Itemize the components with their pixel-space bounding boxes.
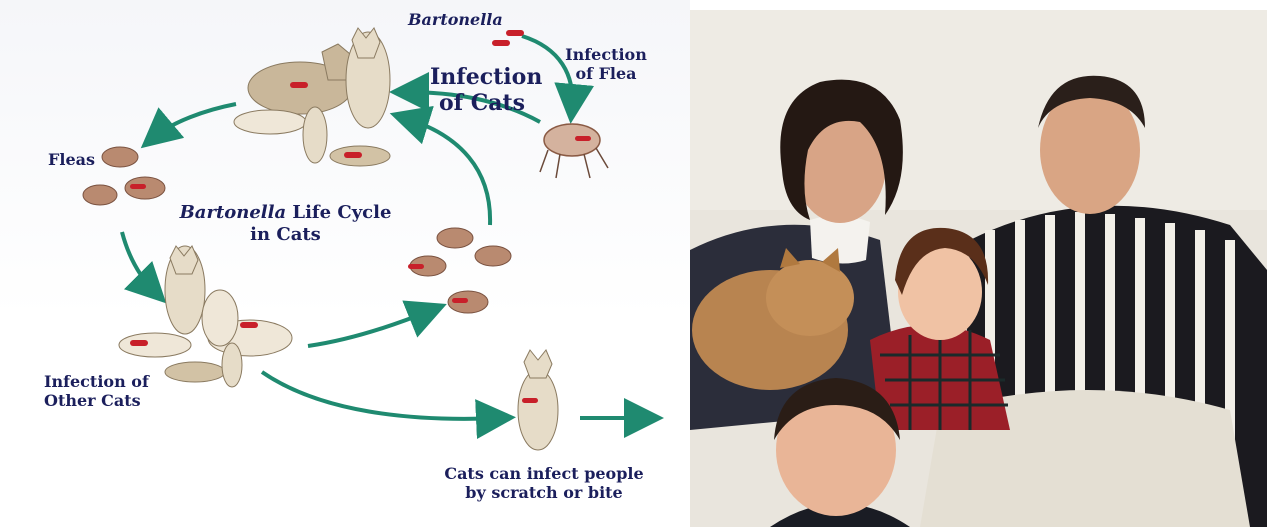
cats-infect-people-label: Cats can infect people by scratch or bit… xyxy=(436,464,652,502)
family-photo xyxy=(690,10,1267,527)
arrow-fleas-to-other-cats xyxy=(122,232,155,292)
diagram-title: Bartonella Life Cycle in Cats xyxy=(178,202,393,245)
cat-group-top xyxy=(234,28,390,166)
infection-of-cats-label: Infection of Cats xyxy=(430,64,534,117)
bartonella-label: Bartonella xyxy=(408,10,503,29)
arrow-other-cats-to-cat xyxy=(262,372,500,419)
cat-group-other xyxy=(119,246,292,387)
bacterium-icon xyxy=(506,30,524,36)
diagram-title-italic: Bartonella xyxy=(180,202,287,223)
arrow-fleas-to-cats xyxy=(405,118,490,225)
family-photo-artwork xyxy=(690,10,1267,527)
bacterium-icon xyxy=(492,40,510,46)
infection-of-flea-label: Infection of Flea xyxy=(560,45,652,83)
arrow-other-cats-to-fleas xyxy=(308,310,432,346)
flea-icon-infected xyxy=(540,124,608,178)
flea-group-left xyxy=(83,147,165,205)
bartonella-life-cycle-diagram: Bartonella Infection of Flea Infection o… xyxy=(0,0,690,529)
fleas-label: Fleas xyxy=(48,150,95,169)
arrow-cats-to-fleas xyxy=(153,104,236,138)
infection-other-cats-label: Infection of Other Cats xyxy=(44,372,164,410)
cat-single xyxy=(518,350,558,450)
flea-group-right xyxy=(408,228,511,313)
